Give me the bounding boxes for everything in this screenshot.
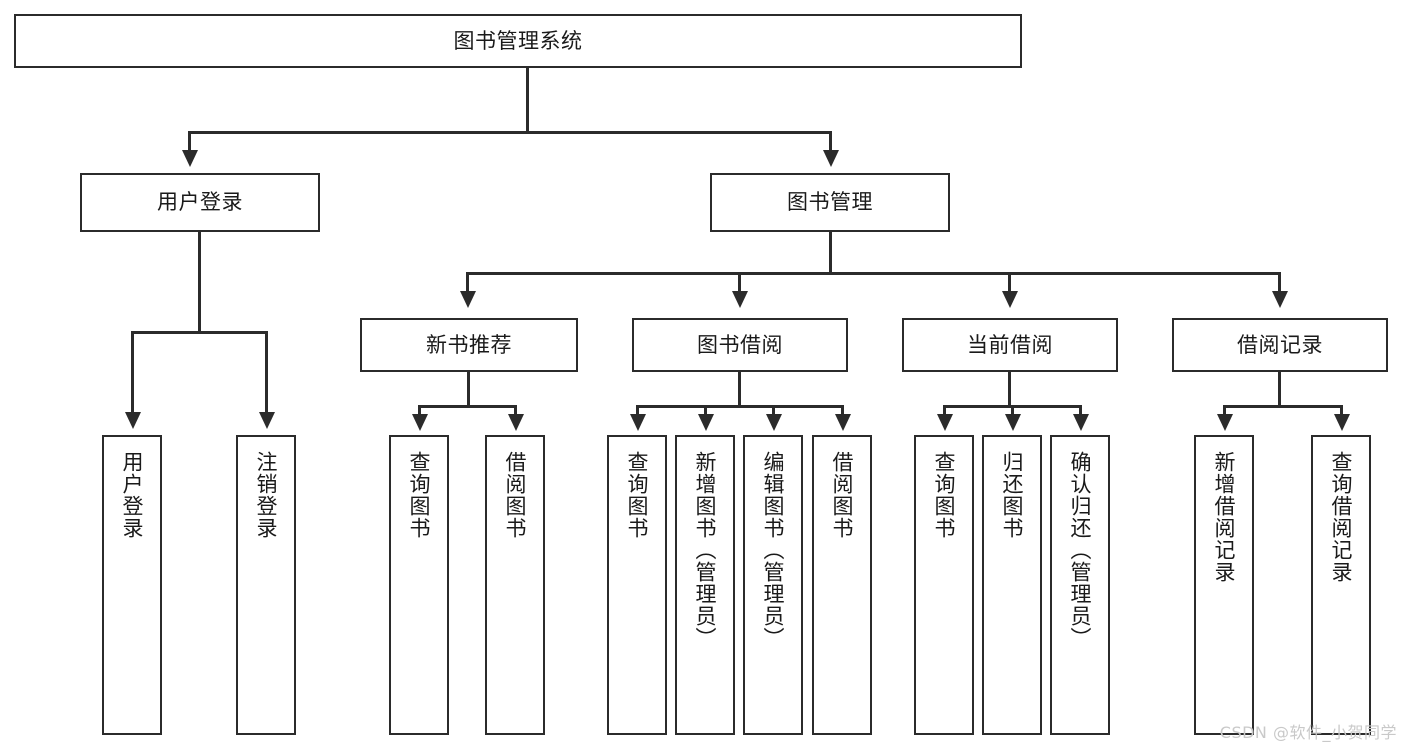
leaf-query-book-current-label: 查询图书 [932,451,957,539]
edge-borrow-to-leaf1 [636,405,639,417]
leaf-borrow-book-newbook[interactable]: 借阅图书 [485,435,545,735]
arrow-bookmgmt-to-newbook [460,291,476,308]
arrow-current-to-leaf1 [937,414,953,431]
edge-record-to-leaf1 [1223,405,1226,417]
node-borrow-record[interactable]: 借阅记录 [1172,318,1388,372]
edge-current-to-leaf2 [1011,405,1014,417]
node-new-book-recommend-label: 新书推荐 [426,332,512,357]
node-new-book-recommend[interactable]: 新书推荐 [360,318,578,372]
node-book-borrow[interactable]: 图书借阅 [632,318,848,372]
edge-newbook-to-leaf1 [418,405,421,417]
arrow-bookmgmt-to-record [1272,291,1288,308]
leaf-add-book-admin-label: 新增图书（管理员） [693,451,718,649]
edge-current-to-leaf1 [943,405,946,417]
arrow-login-to-leaf1 [125,412,141,429]
edge-borrow-to-leaf4 [841,405,844,417]
leaf-user-logout-label: 注销登录 [254,451,279,539]
leaf-query-book-borrow-label: 查询图书 [625,451,650,539]
node-book-management-label: 图书管理 [787,190,873,215]
edge-borrow-to-leaf2 [704,405,707,417]
leaf-borrow-book-newbook-label: 借阅图书 [503,451,528,539]
arrow-borrow-to-leaf3 [766,414,782,431]
arrow-bookmgmt-to-borrow [732,291,748,308]
leaf-borrow-book-borrow-label: 借阅图书 [830,451,855,539]
node-user-login-label: 用户登录 [157,190,243,215]
edge-record-to-leaf2 [1340,405,1343,417]
edge-root-to-bookmgmt [829,131,832,153]
leaf-query-book-newbook-label: 查询图书 [407,451,432,539]
leaf-edit-book-admin-label: 编辑图书（管理员） [761,451,786,649]
leaf-edit-book-admin[interactable]: 编辑图书（管理员） [743,435,803,735]
edge-login-to-leaf1 [131,331,134,415]
edge-bookmgmt-stem [829,232,832,274]
leaf-query-borrow-record-label: 查询借阅记录 [1329,451,1354,583]
leaf-borrow-book-borrow[interactable]: 借阅图书 [812,435,872,735]
edge-borrow-stem [738,372,741,407]
arrow-bookmgmt-to-current [1002,291,1018,308]
node-current-borrow-label: 当前借阅 [967,332,1053,357]
arrow-root-to-bookmgmt [823,150,839,167]
leaf-user-login[interactable]: 用户登录 [102,435,162,735]
edge-current-to-leaf3 [1079,405,1082,417]
edge-login-stem [198,232,201,333]
leaf-query-book-borrow[interactable]: 查询图书 [607,435,667,735]
edge-newbook-bar [418,405,517,408]
arrow-login-to-leaf2 [259,412,275,429]
arrow-newbook-to-leaf1 [412,414,428,431]
edge-root-to-login [188,131,191,153]
node-root-label: 图书管理系统 [453,28,583,53]
edge-root-stem [526,68,529,133]
edge-borrow-to-leaf3 [772,405,775,417]
edge-login-to-leaf2 [265,331,268,415]
arrow-root-to-login [182,150,198,167]
arrow-current-to-leaf3 [1073,414,1089,431]
edge-root-bar [188,131,831,134]
edge-bookmgmt-to-current [1008,272,1011,294]
arrow-borrow-to-leaf4 [835,414,851,431]
leaf-user-login-label: 用户登录 [120,451,145,539]
edge-record-bar [1223,405,1343,408]
leaf-query-book-newbook[interactable]: 查询图书 [389,435,449,735]
leaf-query-book-current[interactable]: 查询图书 [914,435,974,735]
arrow-borrow-to-leaf2 [698,414,714,431]
leaf-add-borrow-record[interactable]: 新增借阅记录 [1194,435,1254,735]
edge-login-bar [131,331,267,334]
node-borrow-record-label: 借阅记录 [1237,332,1323,357]
arrow-newbook-to-leaf2 [508,414,524,431]
leaf-add-borrow-record-label: 新增借阅记录 [1212,451,1237,583]
node-current-borrow[interactable]: 当前借阅 [902,318,1118,372]
node-book-management[interactable]: 图书管理 [710,173,950,232]
edge-borrow-bar [636,405,844,408]
node-root[interactable]: 图书管理系统 [14,14,1022,68]
leaf-confirm-return-admin[interactable]: 确认归还（管理员） [1050,435,1110,735]
leaf-query-borrow-record[interactable]: 查询借阅记录 [1311,435,1371,735]
arrow-current-to-leaf2 [1005,414,1021,431]
arrow-record-to-leaf1 [1217,414,1233,431]
leaf-return-book[interactable]: 归还图书 [982,435,1042,735]
arrow-record-to-leaf2 [1334,414,1350,431]
leaf-return-book-label: 归还图书 [1000,451,1025,539]
edge-bookmgmt-to-newbook [466,272,469,294]
edge-bookmgmt-to-borrow [738,272,741,294]
edge-bookmgmt-to-record [1278,272,1281,294]
leaf-add-book-admin[interactable]: 新增图书（管理员） [675,435,735,735]
arrow-borrow-to-leaf1 [630,414,646,431]
node-book-borrow-label: 图书借阅 [697,332,783,357]
edge-record-stem [1278,372,1281,407]
node-user-login[interactable]: 用户登录 [80,173,320,232]
leaf-confirm-return-admin-label: 确认归还（管理员） [1068,451,1093,649]
leaf-user-logout[interactable]: 注销登录 [236,435,296,735]
edge-newbook-to-leaf2 [514,405,517,417]
edge-current-stem [1008,372,1011,407]
edge-bookmgmt-bar [466,272,1281,275]
edge-newbook-stem [467,372,470,407]
